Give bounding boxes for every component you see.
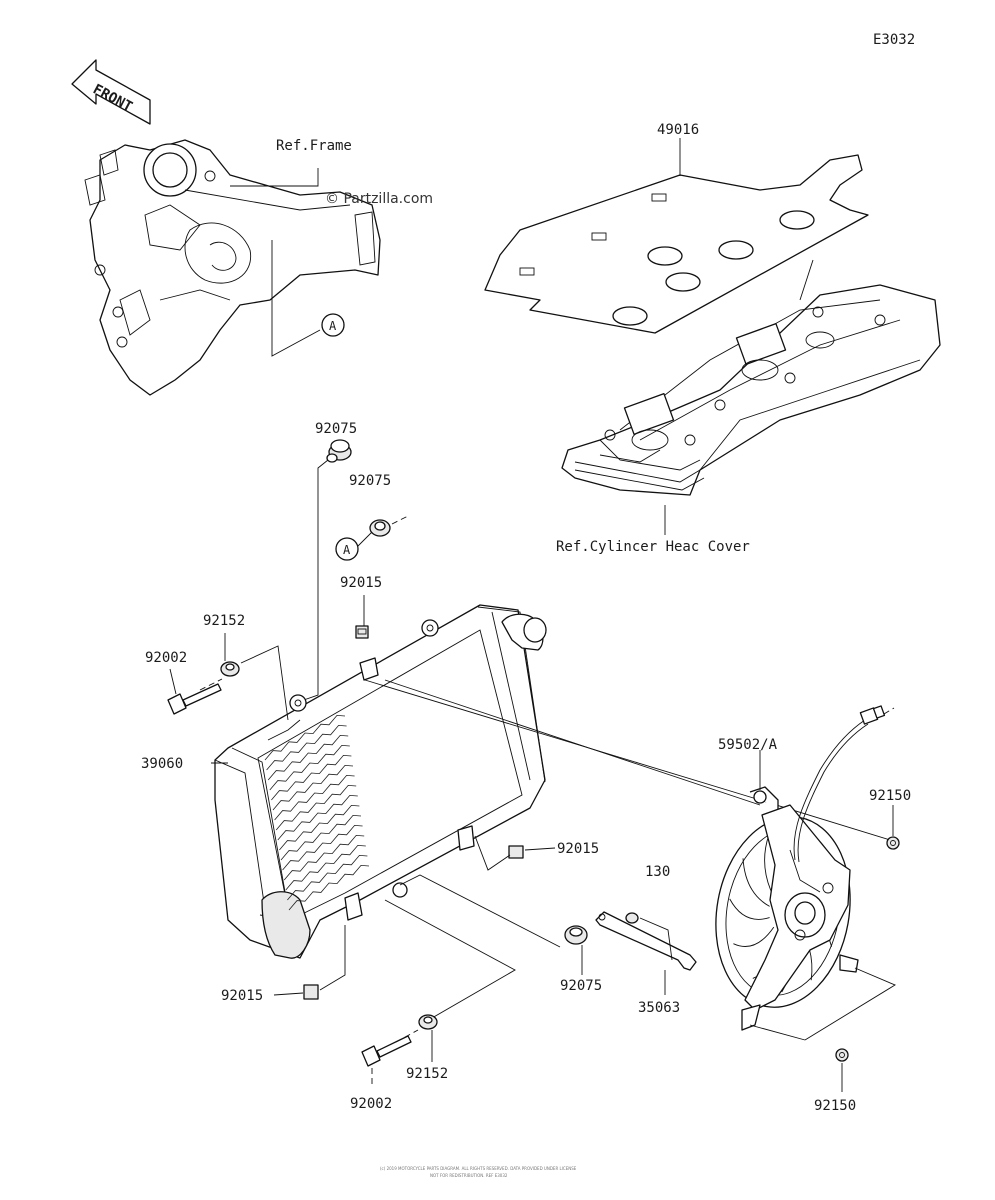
callout-39060: 39060 [141, 756, 183, 772]
callout-92150-bottom: 92150 [814, 1098, 856, 1114]
radiator-fin-row [287, 854, 368, 901]
bolt-130-icon [625, 912, 639, 924]
connector-a-mid-icon [335, 537, 359, 561]
radiator-fin-row [267, 734, 349, 781]
footer-fineprint-line2: NOT FOR REDISTRIBUTION. REF E3032 [430, 1173, 508, 1178]
callout-92015-top: 92015 [340, 575, 382, 591]
callout-92015-mid: 92015 [557, 841, 599, 857]
collar-92152-bottom-icon [418, 1014, 438, 1030]
radiator-fin-row [275, 784, 357, 831]
grommet-92075-bottom-icon [564, 925, 588, 945]
watermark: © Partzilla.com [325, 191, 433, 207]
radiator-fin-row [288, 864, 370, 911]
heat-insulator-49016 [484, 154, 869, 334]
bolt-92002-bottom-icon [361, 1035, 412, 1067]
callout-59502a: 59502/A [718, 737, 778, 753]
diagram-code: E3032 [873, 32, 915, 48]
radiator-39060 [214, 604, 547, 959]
radiator-fin-row [266, 724, 347, 771]
cooling-fan-59502a [715, 705, 886, 1031]
radiator-fin-row [271, 754, 352, 801]
connector-a-top-icon [321, 313, 345, 337]
cylinder-head-cover-ref-icon [561, 284, 941, 496]
callout-92075-bottom: 92075 [560, 978, 602, 994]
front-arrow-icon: FRONT [71, 59, 151, 125]
fan-blade [742, 858, 770, 907]
callout-130: 130 [645, 864, 670, 880]
bolt-92002-left-icon [167, 683, 222, 715]
callout-92150-right: 92150 [869, 788, 911, 804]
radiator-fin-row [282, 824, 363, 871]
cylinder-head-cover-ref-label: Ref.Cylincer Heac Cover [556, 539, 750, 555]
callout-92075-mid: 92075 [349, 473, 391, 489]
callout-92152-bottom: 92152 [406, 1066, 448, 1082]
callout-92015-bottom: 92015 [221, 988, 263, 1004]
fan-blade [733, 926, 775, 947]
callout-92002-left: 92002 [145, 650, 187, 666]
fan-blade [729, 898, 770, 920]
radiator-fin-row [274, 774, 355, 821]
collar-92152-left-icon [220, 661, 240, 677]
clip-92015-bottom-icon [303, 984, 319, 1000]
radiator-fin-row [279, 804, 360, 851]
radiator-fin-row [280, 814, 362, 861]
radiator-fin-row [272, 764, 354, 811]
radiator-fin-row [277, 794, 358, 841]
callout-92002-bottom: 92002 [350, 1096, 392, 1112]
radiator-fins [264, 714, 370, 911]
frame-ref-label: Ref.Frame [276, 138, 352, 154]
connector-a-mid-label: A [343, 543, 351, 557]
callout-35063: 35063 [638, 1000, 680, 1016]
radiator-fin-row [283, 834, 365, 881]
clip-92015-top-icon [355, 625, 369, 639]
clip-92015-mid-icon [508, 845, 524, 859]
bolt-92150-right-icon [886, 836, 900, 850]
radiator-fin-row [264, 714, 346, 761]
connector-a-top-label: A [329, 319, 337, 333]
frame-ref-icon [84, 139, 381, 396]
radiator-fin-row [285, 844, 366, 891]
grommet-92075-top-icon [326, 439, 352, 463]
radiator-fin-row [269, 744, 350, 791]
bolt-92150-bottom-icon [835, 1048, 849, 1062]
callout-49016: 49016 [657, 122, 699, 138]
footer-fineprint-line1: (c) 2019 MOTORCYCLE PARTS DIAGRAM. ALL R… [380, 1166, 577, 1171]
callout-92075-top: 92075 [315, 421, 357, 437]
grommet-92075-mid-icon [369, 519, 391, 537]
callout-92152-left: 92152 [203, 613, 245, 629]
